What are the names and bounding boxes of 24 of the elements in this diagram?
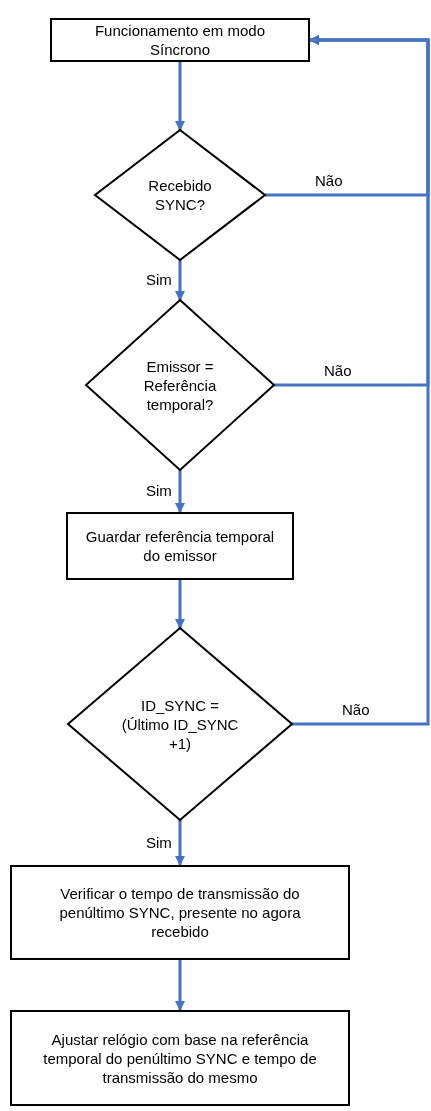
- edge-label: Não: [315, 173, 343, 188]
- box-text: Verificar o tempo de transmissão do penúltimo SYNC, presente no agora recebido: [58, 884, 302, 941]
- box-text: Guardar referência temporal do emissor: [85, 527, 275, 565]
- edge-label: Sim: [146, 272, 172, 287]
- box-text: Ajustar relógio com base na referência temporal do penúltimo SYNC e tempo de transmissão do mesmo: [42, 1029, 318, 1087]
- arrow: [292, 35, 430, 726]
- arrow: [175, 580, 185, 629]
- arrow: [175, 260, 185, 301]
- box-text: Funcionamento em modo Síncrono: [93, 21, 267, 59]
- edge-label: Sim: [146, 834, 172, 850]
- arrow: [175, 960, 185, 1011]
- edge-label: Não: [324, 363, 352, 378]
- edge-label: Não: [342, 702, 370, 717]
- process-box: [66, 512, 294, 580]
- process-box: [50, 18, 310, 62]
- decision-text: ID_SYNC = (Último ID_SYNC +1): [120, 695, 240, 753]
- process-box: [10, 865, 350, 960]
- arrow: [175, 62, 185, 131]
- process-box: [10, 1010, 350, 1106]
- decision-text: Emissor = Referência temporal?: [142, 356, 218, 414]
- arrow: [175, 470, 185, 513]
- arrow: [175, 820, 185, 866]
- edge-label: Sim: [146, 483, 172, 498]
- decision-text: Recebido SYNC?: [147, 176, 213, 214]
